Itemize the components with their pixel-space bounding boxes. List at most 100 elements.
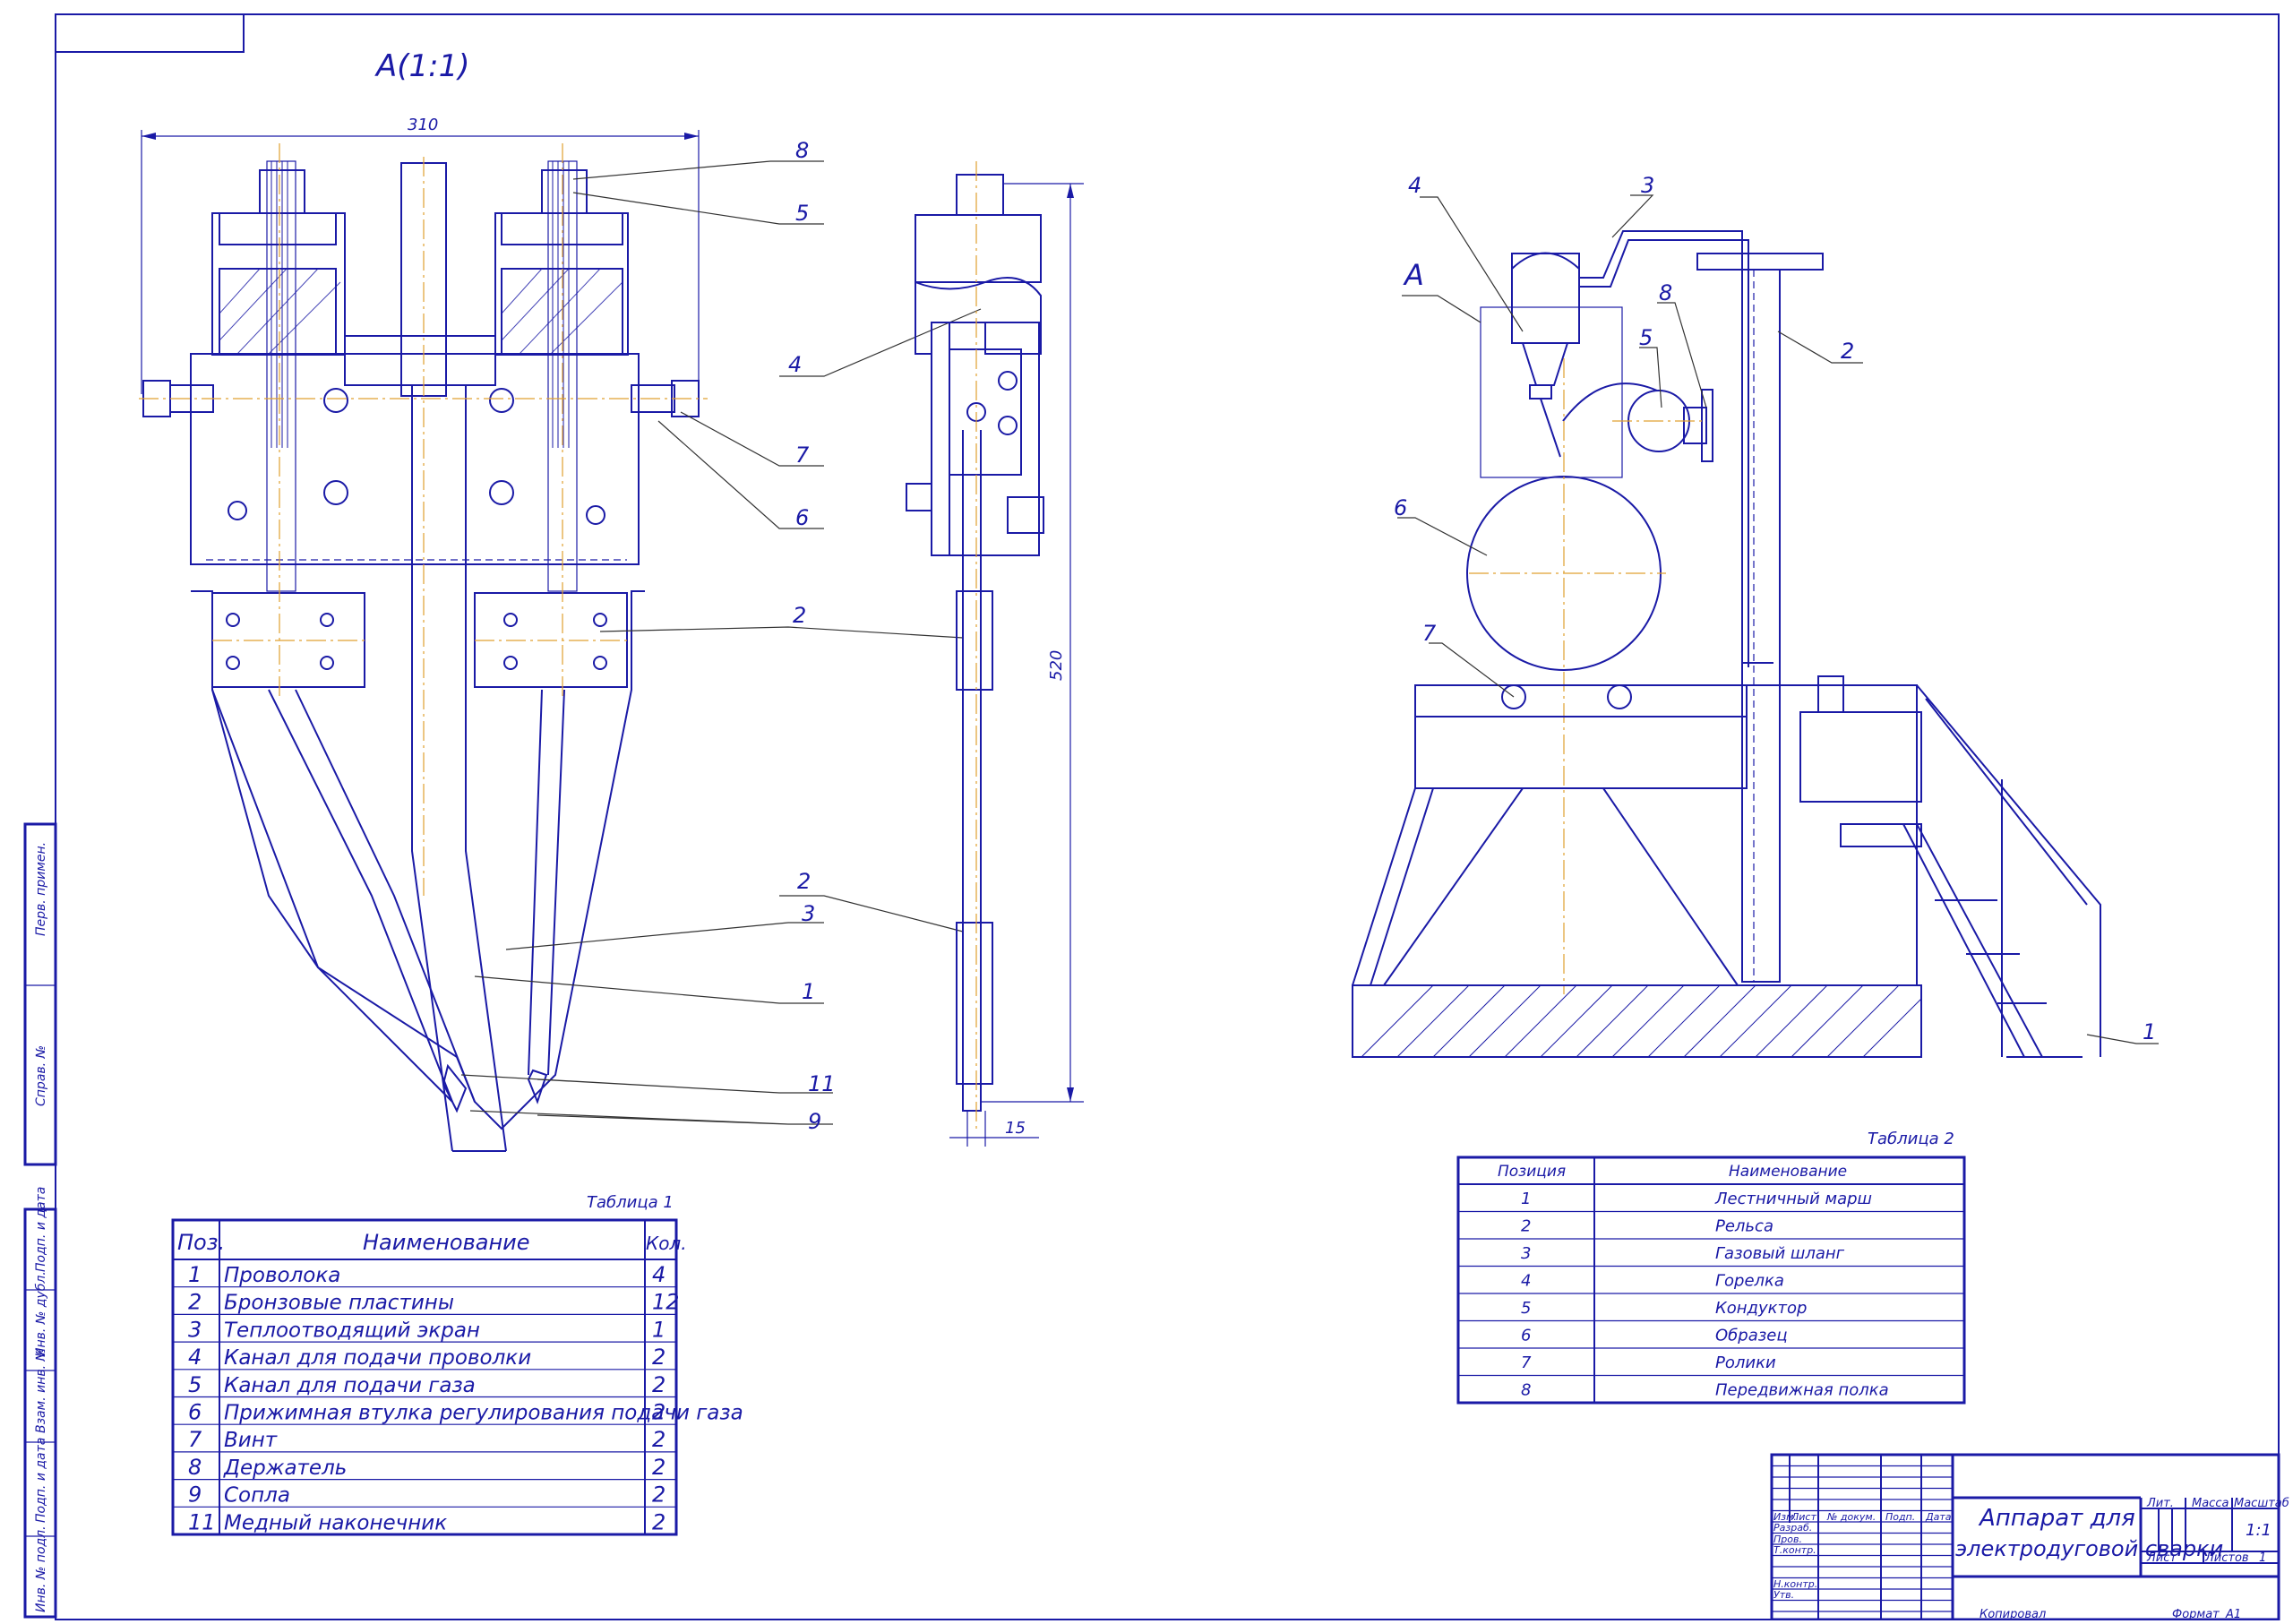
callout-6: 6 <box>795 505 809 530</box>
tb-sheet: Лист <box>2146 1551 2177 1565</box>
table1-row-qty: 2 <box>652 1455 666 1480</box>
detail-label: A <box>1403 258 1424 292</box>
table2-row-name: Кондуктор <box>1715 1299 1807 1318</box>
table2-header-name: Наименование <box>1729 1163 1847 1181</box>
table1-row-qty: 1 <box>652 1317 666 1342</box>
right-callout-3: 3 <box>1641 173 1654 198</box>
callout-2a: 2 <box>793 603 806 628</box>
table1-row-name: Прижимная втулка регулирования подачи га… <box>224 1402 743 1425</box>
table1-row-pos: 4 <box>188 1345 202 1370</box>
tb-row-label: Т.контр. <box>1773 1544 1816 1556</box>
sheet-frame <box>23 13 2280 1620</box>
callout-8: 8 <box>795 138 809 163</box>
stamp-dup-inv: Инв. № дубл. <box>34 1271 48 1357</box>
tb-row-label: Утв. <box>1773 1589 1794 1601</box>
callout-5: 5 <box>795 201 809 226</box>
tb-row-label: Пров. <box>1773 1534 1802 1545</box>
right-callout-2: 2 <box>1841 339 1854 364</box>
left-callouts: 8 5 4 7 6 2 2 3 1 11 9 <box>460 138 982 1134</box>
stamp-sign-date-1: Подп. и дата <box>34 1187 48 1272</box>
table1-row-pos: 11 <box>188 1509 216 1534</box>
stamp-ref-no: Справ. № <box>34 1045 48 1106</box>
table1-row-qty: 2 <box>652 1400 666 1425</box>
tb-mass: Масса <box>2192 1497 2229 1510</box>
dimension-width-value: 310 <box>408 116 438 134</box>
callout-2b: 2 <box>797 869 811 894</box>
table1-row-name: Медный наконечник <box>224 1511 447 1534</box>
table2-row-name: Передвижная полка <box>1715 1381 1889 1400</box>
tb-scale-label: Масштаб <box>2234 1497 2289 1510</box>
table1-row-pos: 8 <box>188 1455 202 1480</box>
table1-row-qty: 2 <box>652 1427 666 1452</box>
table2-row-name: Образец <box>1715 1327 1788 1345</box>
dimension-width: 310 <box>141 116 700 394</box>
table2-row-name: Ролики <box>1715 1353 1776 1372</box>
table1-row-name: Держатель <box>223 1456 347 1480</box>
right-callout-4: 4 <box>1408 173 1421 198</box>
table1-row-pos: 7 <box>188 1427 202 1452</box>
table2-row-pos: 6 <box>1521 1327 1531 1345</box>
table1-row-pos: 2 <box>188 1290 202 1315</box>
stamp-orig-inv: Инв. № подл. <box>34 1525 48 1612</box>
table1-row-qty: 2 <box>652 1372 666 1397</box>
table1-row-name: Теплоотводящий экран <box>224 1319 480 1342</box>
dimension-thickness: 15 <box>949 1111 1039 1147</box>
side-stamps: Перв. примен. Справ. № Подп. и дата Инв.… <box>34 842 48 1612</box>
table1-row-pos: 5 <box>188 1372 202 1397</box>
tb-copied: Копировал <box>1980 1608 2046 1620</box>
tb-format-label: Формат <box>2172 1608 2220 1620</box>
torch-assembly-side <box>906 161 1044 1129</box>
callout-1: 1 <box>802 979 815 1004</box>
tb-col-header: № докум. <box>1826 1511 1876 1523</box>
table2-row-pos: 3 <box>1521 1244 1531 1263</box>
title-line1: Аппарат для <box>1978 1505 2135 1532</box>
callout-11: 11 <box>808 1071 836 1096</box>
callout-3: 3 <box>802 901 815 926</box>
tb-format-value: А1 <box>2225 1608 2241 1620</box>
table1-row-name: Канал для подачи проволки <box>224 1346 531 1370</box>
dimension-height-value: 520 <box>1047 650 1066 681</box>
callout-7: 7 <box>795 443 810 468</box>
table2-caption: Таблица 2 <box>1868 1130 1954 1148</box>
table2-row-pos: 5 <box>1521 1299 1531 1318</box>
tb-lit: Лит. <box>2146 1497 2174 1510</box>
right-callout-8: 8 <box>1659 280 1672 305</box>
tb-col-header: Подп. <box>1885 1511 1915 1523</box>
torch-assembly-front <box>139 143 708 1152</box>
table1-row-qty: 4 <box>652 1262 666 1287</box>
table1-row-pos: 9 <box>188 1482 202 1508</box>
table1-row-qty: 12 <box>652 1290 680 1315</box>
table1-row-qty: 2 <box>652 1509 666 1534</box>
table1-row-name: Винт <box>224 1429 278 1452</box>
callout-4: 4 <box>788 352 802 377</box>
table1-row-name: Бронзовые пластины <box>224 1292 454 1315</box>
table1-row-name: Канал для подачи газа <box>224 1374 476 1397</box>
table1-caption: Таблица 1 <box>587 1193 674 1212</box>
table1-header-name: Наименование <box>363 1230 530 1255</box>
table1-row-pos: 3 <box>188 1317 202 1342</box>
right-callout-1: 1 <box>2143 1019 2156 1044</box>
callout-9: 9 <box>808 1109 821 1134</box>
table2-row-name: Горелка <box>1715 1272 1784 1291</box>
stamp-first-use: Перв. примен. <box>34 842 48 936</box>
table2-row-name: Рельса <box>1715 1217 1773 1236</box>
tb-col-header: Изм. <box>1773 1511 1797 1523</box>
table2-row-pos: 2 <box>1521 1217 1531 1236</box>
welding-stand: A <box>1352 230 2101 1058</box>
title-line2: электродуговой сварки <box>1955 1536 2223 1561</box>
table2-row-name: Газовый шланг <box>1715 1244 1845 1263</box>
table1-row-name: Сопла <box>224 1484 290 1508</box>
table2-row-name: Лестничный марш <box>1714 1190 1872 1208</box>
tb-scale-value: 1:1 <box>2246 1521 2272 1540</box>
table1-row-pos: 6 <box>188 1400 202 1425</box>
right-callout-5: 5 <box>1639 325 1653 350</box>
dimension-height: 520 <box>981 183 1084 1103</box>
table2-row-pos: 7 <box>1521 1353 1532 1372</box>
table1-header-pos: Поз. <box>177 1230 225 1255</box>
stamp-sign-date-2: Подп. и дата <box>34 1438 48 1523</box>
table1-row-qty: 2 <box>652 1482 666 1508</box>
table2-row-pos: 8 <box>1521 1381 1531 1400</box>
right-callout-6: 6 <box>1394 495 1407 520</box>
